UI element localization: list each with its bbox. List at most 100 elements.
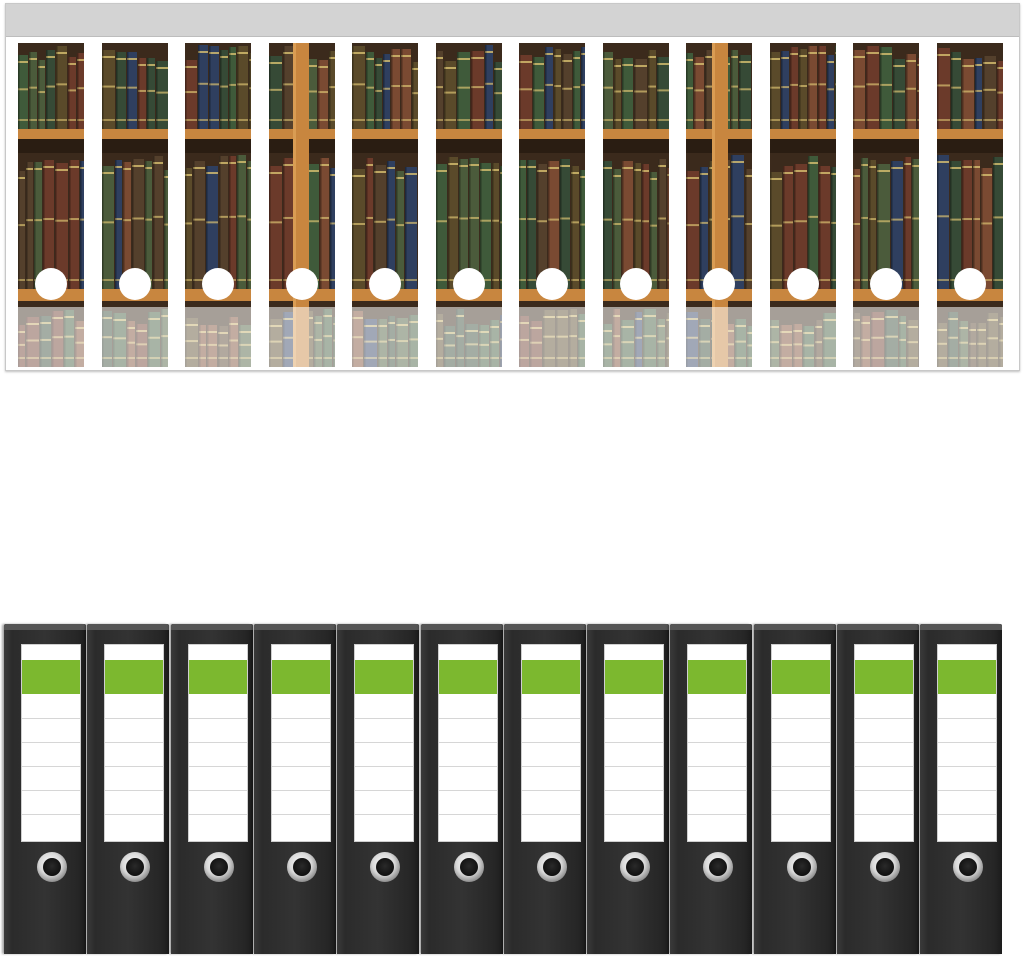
label-ruled-line: [605, 718, 663, 719]
label-ruled-line: [605, 814, 663, 815]
spine-label-card: [937, 644, 997, 842]
spine-label-card: [188, 644, 248, 842]
spine-label-color-band: [855, 660, 913, 694]
spine-strip: [269, 43, 335, 367]
finger-ring-icon: [537, 852, 567, 882]
lever-arch-binder: [920, 624, 1002, 954]
finger-ring-icon: [454, 852, 484, 882]
label-ruled-line: [772, 766, 830, 767]
spine-label-color-band: [105, 660, 163, 694]
label-ruled-line: [688, 790, 746, 791]
label-ruled-line: [605, 790, 663, 791]
spine-label-color-band: [605, 660, 663, 694]
label-ruled-line: [272, 742, 330, 743]
label-ruled-line: [272, 814, 330, 815]
lever-arch-binder: [670, 624, 752, 954]
label-ruled-line: [22, 742, 80, 743]
spine-label-card: [21, 644, 81, 842]
label-ruled-line: [522, 718, 580, 719]
lever-arch-binder: [837, 624, 919, 954]
label-ruled-line: [522, 742, 580, 743]
spine-label-color-band: [22, 660, 80, 694]
label-ruled-line: [189, 790, 247, 791]
label-ruled-line: [688, 718, 746, 719]
label-ruled-line: [772, 742, 830, 743]
lever-arch-binder: [254, 624, 336, 954]
faded-bottom-section: [352, 307, 418, 367]
label-ruled-line: [105, 742, 163, 743]
label-ruled-line: [855, 742, 913, 743]
finger-ring-icon: [787, 852, 817, 882]
spine-label-card: [104, 644, 164, 842]
label-ruled-line: [772, 814, 830, 815]
lever-arch-binder: [754, 624, 836, 954]
faded-bottom-section: [269, 307, 335, 367]
spine-label-color-band: [772, 660, 830, 694]
binder-row: [0, 620, 1024, 956]
label-ruled-line: [105, 718, 163, 719]
finger-hole: [954, 268, 986, 300]
label-ruled-line: [189, 742, 247, 743]
spine-label-card: [438, 644, 498, 842]
label-ruled-line: [439, 742, 497, 743]
spine-strip: [853, 43, 919, 367]
spine-strip: [18, 43, 84, 367]
spine-label-color-band: [688, 660, 746, 694]
label-ruled-line: [522, 790, 580, 791]
label-ruled-line: [605, 742, 663, 743]
lever-arch-binder: [337, 624, 419, 954]
label-ruled-line: [105, 766, 163, 767]
label-ruled-line: [105, 814, 163, 815]
finger-hole: [620, 268, 652, 300]
label-ruled-line: [772, 790, 830, 791]
spine-label-color-band: [938, 660, 996, 694]
spine-strip: [603, 43, 669, 367]
finger-hole: [286, 268, 318, 300]
finger-hole: [119, 268, 151, 300]
spine-label-card: [604, 644, 664, 842]
faded-bottom-section: [18, 307, 84, 367]
lever-arch-binder: [504, 624, 586, 954]
finger-ring-icon: [620, 852, 650, 882]
spine-label-card: [354, 644, 414, 842]
label-ruled-line: [355, 718, 413, 719]
lever-arch-binder: [171, 624, 253, 954]
label-ruled-line: [938, 766, 996, 767]
spine-label-card: [687, 644, 747, 842]
label-ruled-line: [855, 790, 913, 791]
label-ruled-line: [355, 790, 413, 791]
sheet-header-bar: [6, 4, 1019, 37]
label-ruled-line: [22, 814, 80, 815]
label-ruled-line: [688, 742, 746, 743]
label-ruled-line: [189, 766, 247, 767]
faded-bottom-section: [603, 307, 669, 367]
label-ruled-line: [772, 718, 830, 719]
label-ruled-line: [439, 766, 497, 767]
faded-bottom-section: [937, 307, 1003, 367]
spine-label-color-band: [522, 660, 580, 694]
label-ruled-line: [855, 766, 913, 767]
label-ruled-line: [938, 814, 996, 815]
label-ruled-line: [855, 718, 913, 719]
spine-label-card: [854, 644, 914, 842]
faded-bottom-section: [770, 307, 836, 367]
lever-arch-binder: [87, 624, 169, 954]
label-ruled-line: [22, 790, 80, 791]
spine-strip: [185, 43, 251, 367]
label-ruled-line: [439, 790, 497, 791]
label-ruled-line: [522, 814, 580, 815]
spine-strip: [686, 43, 752, 367]
label-ruled-line: [688, 814, 746, 815]
label-ruled-line: [22, 718, 80, 719]
label-ruled-line: [272, 766, 330, 767]
spine-strip: [519, 43, 585, 367]
finger-ring-icon: [703, 852, 733, 882]
finger-ring-icon: [37, 852, 67, 882]
faded-bottom-section: [102, 307, 168, 367]
finger-hole: [536, 268, 568, 300]
label-ruled-line: [938, 718, 996, 719]
label-ruled-line: [855, 814, 913, 815]
finger-ring-icon: [370, 852, 400, 882]
faded-bottom-section: [436, 307, 502, 367]
finger-ring-icon: [953, 852, 983, 882]
